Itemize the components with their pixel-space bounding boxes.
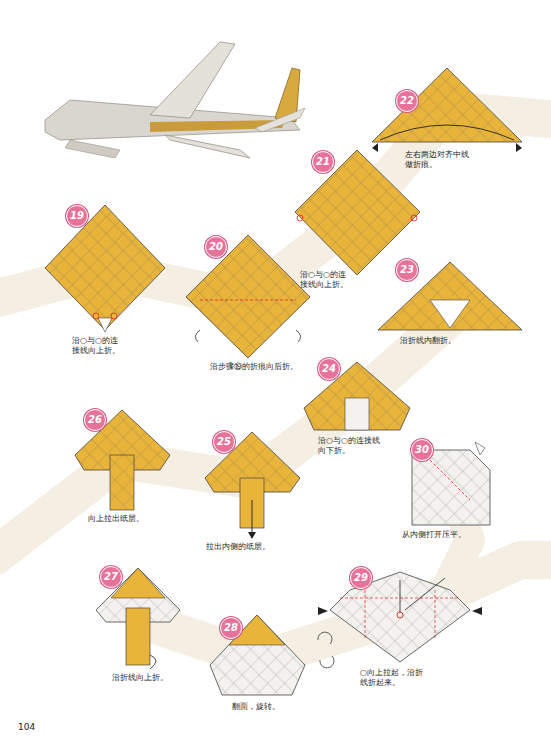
step-number: 19 xyxy=(66,205,88,227)
step-number-text: 28 xyxy=(224,623,238,633)
step-caption: 拉出内侧的纸层。 xyxy=(206,542,306,552)
step-number: 22 xyxy=(396,90,418,112)
step-caption: 沿○与○的连接线向下折。 xyxy=(318,436,384,457)
step-number-text: 19 xyxy=(70,211,84,221)
step-number: 21 xyxy=(312,151,334,173)
step-number: 20 xyxy=(205,236,227,258)
step-number: 29 xyxy=(350,567,372,589)
step-number-text: 22 xyxy=(400,96,414,106)
step-number: 28 xyxy=(220,617,242,639)
step-caption: 沿折线内翻折。 xyxy=(400,336,480,346)
step-number-text: 30 xyxy=(415,445,429,455)
step-caption: 翻面，旋转。 xyxy=(232,702,312,712)
step-number-text: 26 xyxy=(88,415,102,425)
step-caption: 沿○与○的连接线向上折。 xyxy=(72,336,120,357)
step-caption: 沿折线向上折。 xyxy=(112,673,192,683)
step-number-text: 29 xyxy=(354,573,368,583)
step-number: 26 xyxy=(84,409,106,431)
step-number-text: 27 xyxy=(104,572,118,582)
step-number-text: 20 xyxy=(209,242,223,252)
step-number-text: 23 xyxy=(400,265,414,275)
step-number: 30 xyxy=(411,439,433,461)
step-number: 25 xyxy=(213,431,235,453)
step-caption: 沿步骤⑲的折痕向后折。 xyxy=(210,362,320,372)
step-caption: 左右两边对齐中线做折痕。 xyxy=(405,150,475,171)
step-number-text: 25 xyxy=(217,437,231,447)
step-caption: 从内侧打开压平。 xyxy=(402,530,512,540)
step-caption: 向上拉出纸层。 xyxy=(88,514,168,524)
step-caption: ○向上拉起，沿折线折起来。 xyxy=(360,668,430,689)
step-caption: 沿○与○的连接线向上折。 xyxy=(300,270,350,291)
step-number-text: 21 xyxy=(316,157,330,167)
step-number: 27 xyxy=(100,566,122,588)
step-number-text: 24 xyxy=(322,364,336,374)
page-number: 104 xyxy=(18,722,58,734)
step-number: 24 xyxy=(318,358,340,380)
step-number: 23 xyxy=(396,259,418,281)
